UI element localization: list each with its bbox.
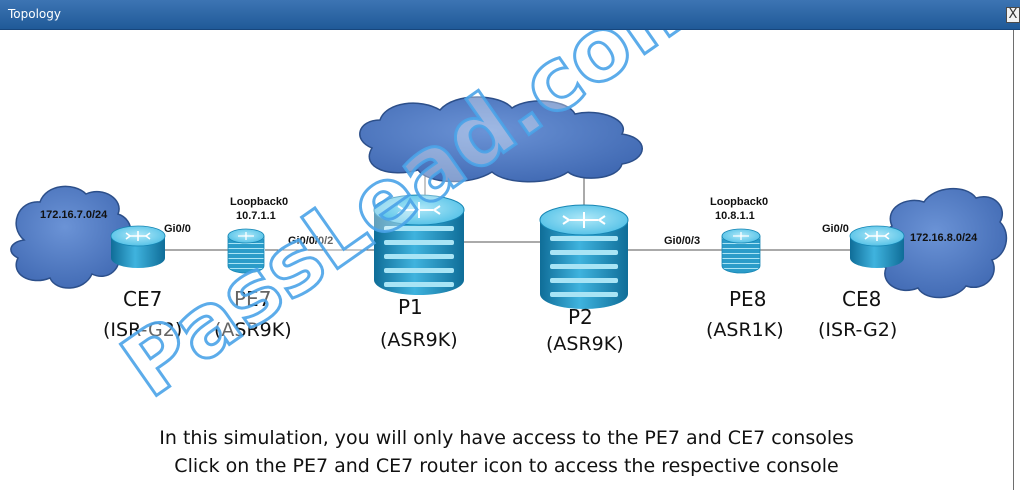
router-ce7[interactable]: [110, 225, 166, 268]
pe8-type-label: (ASR1K): [706, 319, 784, 341]
router-ce8: [849, 225, 905, 268]
router-p2: [539, 204, 629, 309]
p2-type-label: (ASR9K): [546, 333, 624, 355]
ce7-name-label[interactable]: CE7: [123, 287, 162, 311]
watermark-text: PassLead.com: [105, 30, 724, 417]
p1-name-label: P1: [398, 295, 423, 319]
pe8-interface-label: Gi0/0/3: [664, 235, 700, 247]
router-p1: [373, 194, 465, 295]
p1-type-label: (ASR9K): [380, 329, 458, 351]
topology-diagram: 172.16.7.0/24 172.16.8.0/24 Gi0/0 Gi0/0/…: [10, 30, 1008, 419]
close-button[interactable]: X: [1006, 7, 1020, 23]
window-title: Topology: [8, 7, 61, 21]
pe8-loopback-ip: 10.8.1.1: [715, 210, 755, 222]
left-network-label: 172.16.7.0/24: [40, 209, 108, 221]
ce8-type-label: (ISR-G2): [818, 319, 897, 341]
right-network-label: 172.16.8.0/24: [910, 232, 978, 244]
title-bar: Topology X: [0, 0, 1020, 30]
router-pe7[interactable]: [227, 228, 265, 274]
core-network-cloud: [359, 96, 643, 183]
ce7-type-label: (ISR-G2): [103, 319, 182, 341]
pe7-loopback-ip: 10.7.1.1: [236, 210, 276, 222]
instruction-line-1: In this simulation, you will only have a…: [159, 427, 854, 449]
ce7-interface-label: Gi0/0: [164, 223, 191, 235]
right-network-cloud: [876, 187, 1008, 299]
pe8-loopback-label: Loopback0: [710, 196, 768, 208]
pe7-loopback-label: Loopback0: [230, 196, 288, 208]
ce8-name-label: CE8: [842, 287, 881, 311]
instruction-line-2: Click on the PE7 and CE7 router icon to …: [174, 455, 839, 477]
ce8-interface-label: Gi0/0: [822, 223, 849, 235]
pe8-name-label: PE8: [729, 287, 766, 311]
router-pe8: [721, 228, 761, 274]
pe7-type-label: (ASR9K): [214, 319, 292, 341]
pe7-interface-label: Gi0/0/0/2: [288, 235, 333, 247]
right-edge-divider: [1013, 30, 1014, 490]
pe7-name-label[interactable]: PE7: [234, 287, 271, 311]
p2-name-label: P2: [568, 305, 593, 329]
